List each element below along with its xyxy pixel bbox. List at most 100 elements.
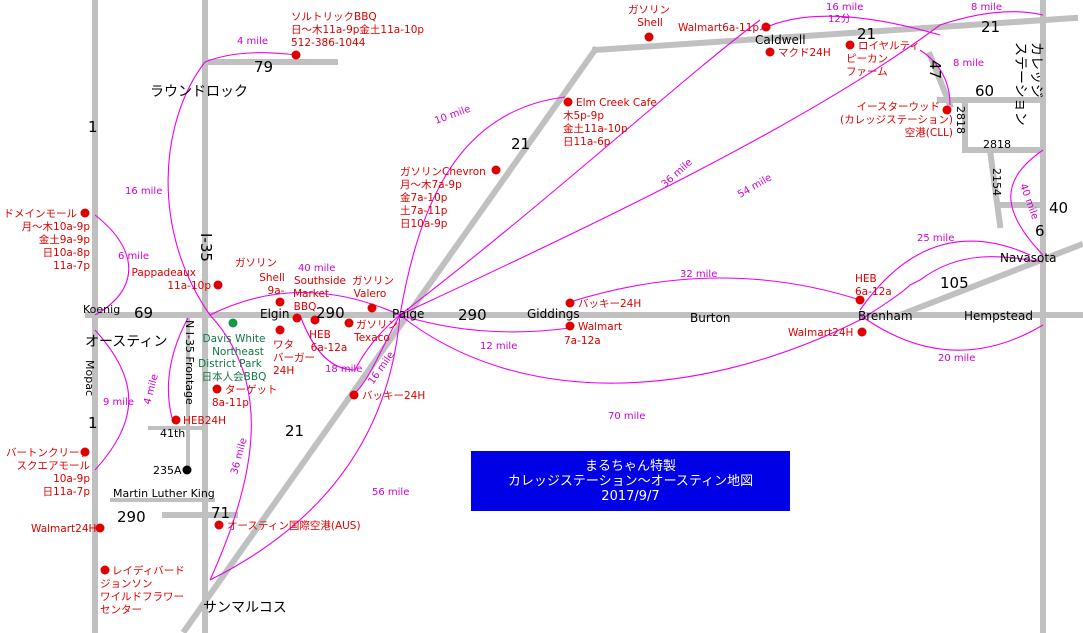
svg-text:ガソリン: ガソリン bbox=[628, 4, 670, 16]
map-title-line-2: カレッジステーション～オースティン地図 bbox=[507, 473, 754, 489]
mopac-label: Mopac bbox=[83, 360, 96, 396]
fm2154-label: 2154 bbox=[990, 168, 1003, 196]
svg-text:レイディバード: レイディバード bbox=[112, 564, 185, 577]
poi-markers bbox=[80, 22, 952, 575]
chevron-label: ガソリンChevron 月～木7a-9p 金7a-10p 土7a-11p 日10… bbox=[400, 166, 486, 230]
southside-label: Southside Market BBQ bbox=[293, 275, 346, 313]
walmart-giddings-label: Walmart 7a-12a bbox=[564, 321, 622, 347]
frontage-label: N I-35 Frontage bbox=[183, 320, 196, 405]
svg-text:9 mile: 9 mile bbox=[103, 397, 134, 408]
shell-gas1-label: ガソリン Shell 9a- bbox=[235, 257, 285, 297]
us105-label: 105 bbox=[940, 274, 969, 292]
whataburger-label: ワタ バーガー 24H bbox=[273, 339, 315, 377]
svg-text:ドメインモール: ドメインモール bbox=[4, 208, 78, 220]
svg-text:バートンクリーク: バートンクリーク bbox=[6, 447, 90, 459]
svg-text:金土9a-9p: 金土9a-9p bbox=[39, 233, 91, 246]
svg-text:木5p-9p: 木5p-9p bbox=[563, 110, 604, 122]
us21a-label: 21 bbox=[511, 135, 530, 153]
us290-label: 290 bbox=[316, 304, 345, 322]
svg-text:ガソリン: ガソリン bbox=[352, 275, 394, 287]
salt-lick-label: ソルトリックBBQ 日～木11a-9p金土11a-10p 512-386-104… bbox=[291, 11, 424, 49]
valero-label: ガソリン Valero bbox=[352, 275, 394, 300]
svg-text:54 mile: 54 mile bbox=[736, 172, 774, 200]
town-labels: Elgin Paige Giddings Burton Brenham Hemp… bbox=[83, 33, 1056, 500]
mlk-label: Martin Luther King bbox=[113, 487, 215, 500]
hempstead-label: Hempstead bbox=[964, 309, 1033, 323]
svg-text:36 mile: 36 mile bbox=[660, 157, 695, 190]
svg-text:16 mile: 16 mile bbox=[826, 2, 863, 13]
svg-text:ガソリン: ガソリン bbox=[356, 319, 398, 331]
us71-label: 71 bbox=[211, 504, 230, 522]
us1b-label: 1 bbox=[88, 414, 98, 432]
exit-235a-label: 235A bbox=[153, 464, 182, 477]
svg-text:月～木7a-9p: 月～木7a-9p bbox=[400, 179, 462, 191]
svg-text:Walmart: Walmart bbox=[578, 321, 622, 333]
svg-text:Northeast: Northeast bbox=[212, 346, 264, 358]
svg-text:金土11a-10p: 金土11a-10p bbox=[563, 122, 628, 135]
svg-text:金7a-10p: 金7a-10p bbox=[400, 191, 448, 204]
airport-aus-label: オースティン国際空港(AUS) bbox=[227, 519, 361, 532]
pappadeaux-label: Pappadeaux 11a-10p bbox=[132, 267, 212, 292]
i35-label: I-35 bbox=[197, 233, 215, 262]
domain-label: ドメインモール 月～木10a-9p 金土9a-9p 日10a-8p 11a-7p bbox=[4, 208, 91, 272]
walmart-caldwell-label: Walmart6a-11p bbox=[678, 22, 759, 34]
svg-text:Southside: Southside bbox=[294, 275, 346, 287]
svg-text:8 mile: 8 mile bbox=[953, 58, 984, 69]
heb-brenham-label: HEB 6a-12a bbox=[855, 273, 892, 298]
svg-text:Market: Market bbox=[293, 288, 329, 300]
svg-text:20 mile: 20 mile bbox=[938, 353, 975, 364]
target-label: ターゲット 8a-11p bbox=[212, 384, 278, 409]
svg-text:6a-12a: 6a-12a bbox=[855, 286, 892, 298]
heb24-label: HEB24H bbox=[183, 415, 226, 427]
svg-text:HEB: HEB bbox=[855, 273, 877, 285]
us60-label: 60 bbox=[975, 82, 994, 100]
davis-white-label: Davis White Northeast District Park 日本人会… bbox=[198, 333, 266, 383]
svg-text:District Park: District Park bbox=[198, 358, 263, 370]
svg-text:11a-10p: 11a-10p bbox=[167, 280, 211, 292]
us21b-label: 21 bbox=[285, 422, 304, 440]
city-labels: ラウンドロック オースティン サンマルコス カレッジ ステーション bbox=[85, 42, 1044, 616]
us290c-label: 290 bbox=[117, 508, 146, 526]
us290b-label: 290 bbox=[458, 306, 487, 324]
svg-text:イースターウッド: イースターウッド bbox=[857, 101, 940, 113]
easterwood-label: イースターウッド (カレッジステーション) 空港(CLL) bbox=[840, 101, 953, 139]
svg-text:56 mile: 56 mile bbox=[372, 487, 409, 498]
svg-text:9a-: 9a- bbox=[268, 285, 285, 297]
mileage-labels: 4 mile 16 mile 6 mile 40 mile 18 mile 4 … bbox=[103, 2, 1040, 498]
us79-label: 79 bbox=[254, 58, 273, 76]
svg-text:日10a-8p: 日10a-8p bbox=[43, 247, 91, 259]
round-rock-label: ラウンドロック bbox=[150, 84, 248, 100]
svg-text:ジョンソン: ジョンソン bbox=[100, 578, 153, 590]
svg-text:日11a-7p: 日11a-7p bbox=[43, 486, 91, 498]
mcd-label: マクド24H bbox=[778, 47, 831, 59]
royalty-label: ロイヤルティ ピーカン ファーム bbox=[846, 40, 920, 78]
wildflower-label: レイディバード ジョンソン ワイルドフラワー センター bbox=[100, 564, 185, 616]
svg-text:4 mile: 4 mile bbox=[237, 36, 268, 47]
svg-text:7a-12a: 7a-12a bbox=[564, 335, 601, 347]
giddings-label: Giddings bbox=[527, 307, 580, 321]
svg-text:ワイルドフラワー: ワイルドフラワー bbox=[100, 591, 184, 603]
svg-text:4 mile: 4 mile bbox=[142, 373, 161, 406]
svg-text:日本人会BBQ: 日本人会BBQ bbox=[202, 370, 267, 383]
us1-label: 1 bbox=[88, 118, 98, 136]
buckees2-label: バッキー24H bbox=[578, 298, 641, 310]
svg-text:18 mile: 18 mile bbox=[325, 364, 362, 375]
map-title-line-1: まるちゃん特製 bbox=[584, 458, 676, 474]
navasota-label: Navasota bbox=[1000, 251, 1056, 265]
burton-label: Burton bbox=[690, 311, 730, 325]
barton-creek-label: バートンクリーク スクエアモール 10a-9p 日11a-7p bbox=[6, 447, 90, 498]
walmart-brenham-label: Walmart24H bbox=[788, 327, 853, 339]
svg-text:70 mile: 70 mile bbox=[608, 411, 645, 422]
svg-text:40 mile: 40 mile bbox=[298, 263, 335, 274]
poi-labels: ソルトリックBBQ 日～木11a-9p金土11a-10p 512-386-104… bbox=[4, 4, 954, 616]
svg-text:ピーカン: ピーカン bbox=[846, 53, 888, 65]
svg-text:日11a-6p: 日11a-6p bbox=[563, 136, 611, 148]
koenig-label: Koenig bbox=[83, 303, 120, 316]
svg-text:空港(CLL): 空港(CLL) bbox=[905, 126, 953, 139]
svg-text:スクエアモール: スクエアモール bbox=[17, 460, 91, 472]
highway-labels: I-35 79 1 1 69 290 290 290 21 21 21 21 7… bbox=[88, 18, 1068, 526]
caldwell-label: Caldwell bbox=[755, 33, 806, 47]
svg-text:11a-7p: 11a-7p bbox=[53, 260, 90, 272]
texaco-label: ガソリン Texaco bbox=[353, 319, 398, 344]
buckees1-label: バッキー24H bbox=[362, 390, 425, 402]
